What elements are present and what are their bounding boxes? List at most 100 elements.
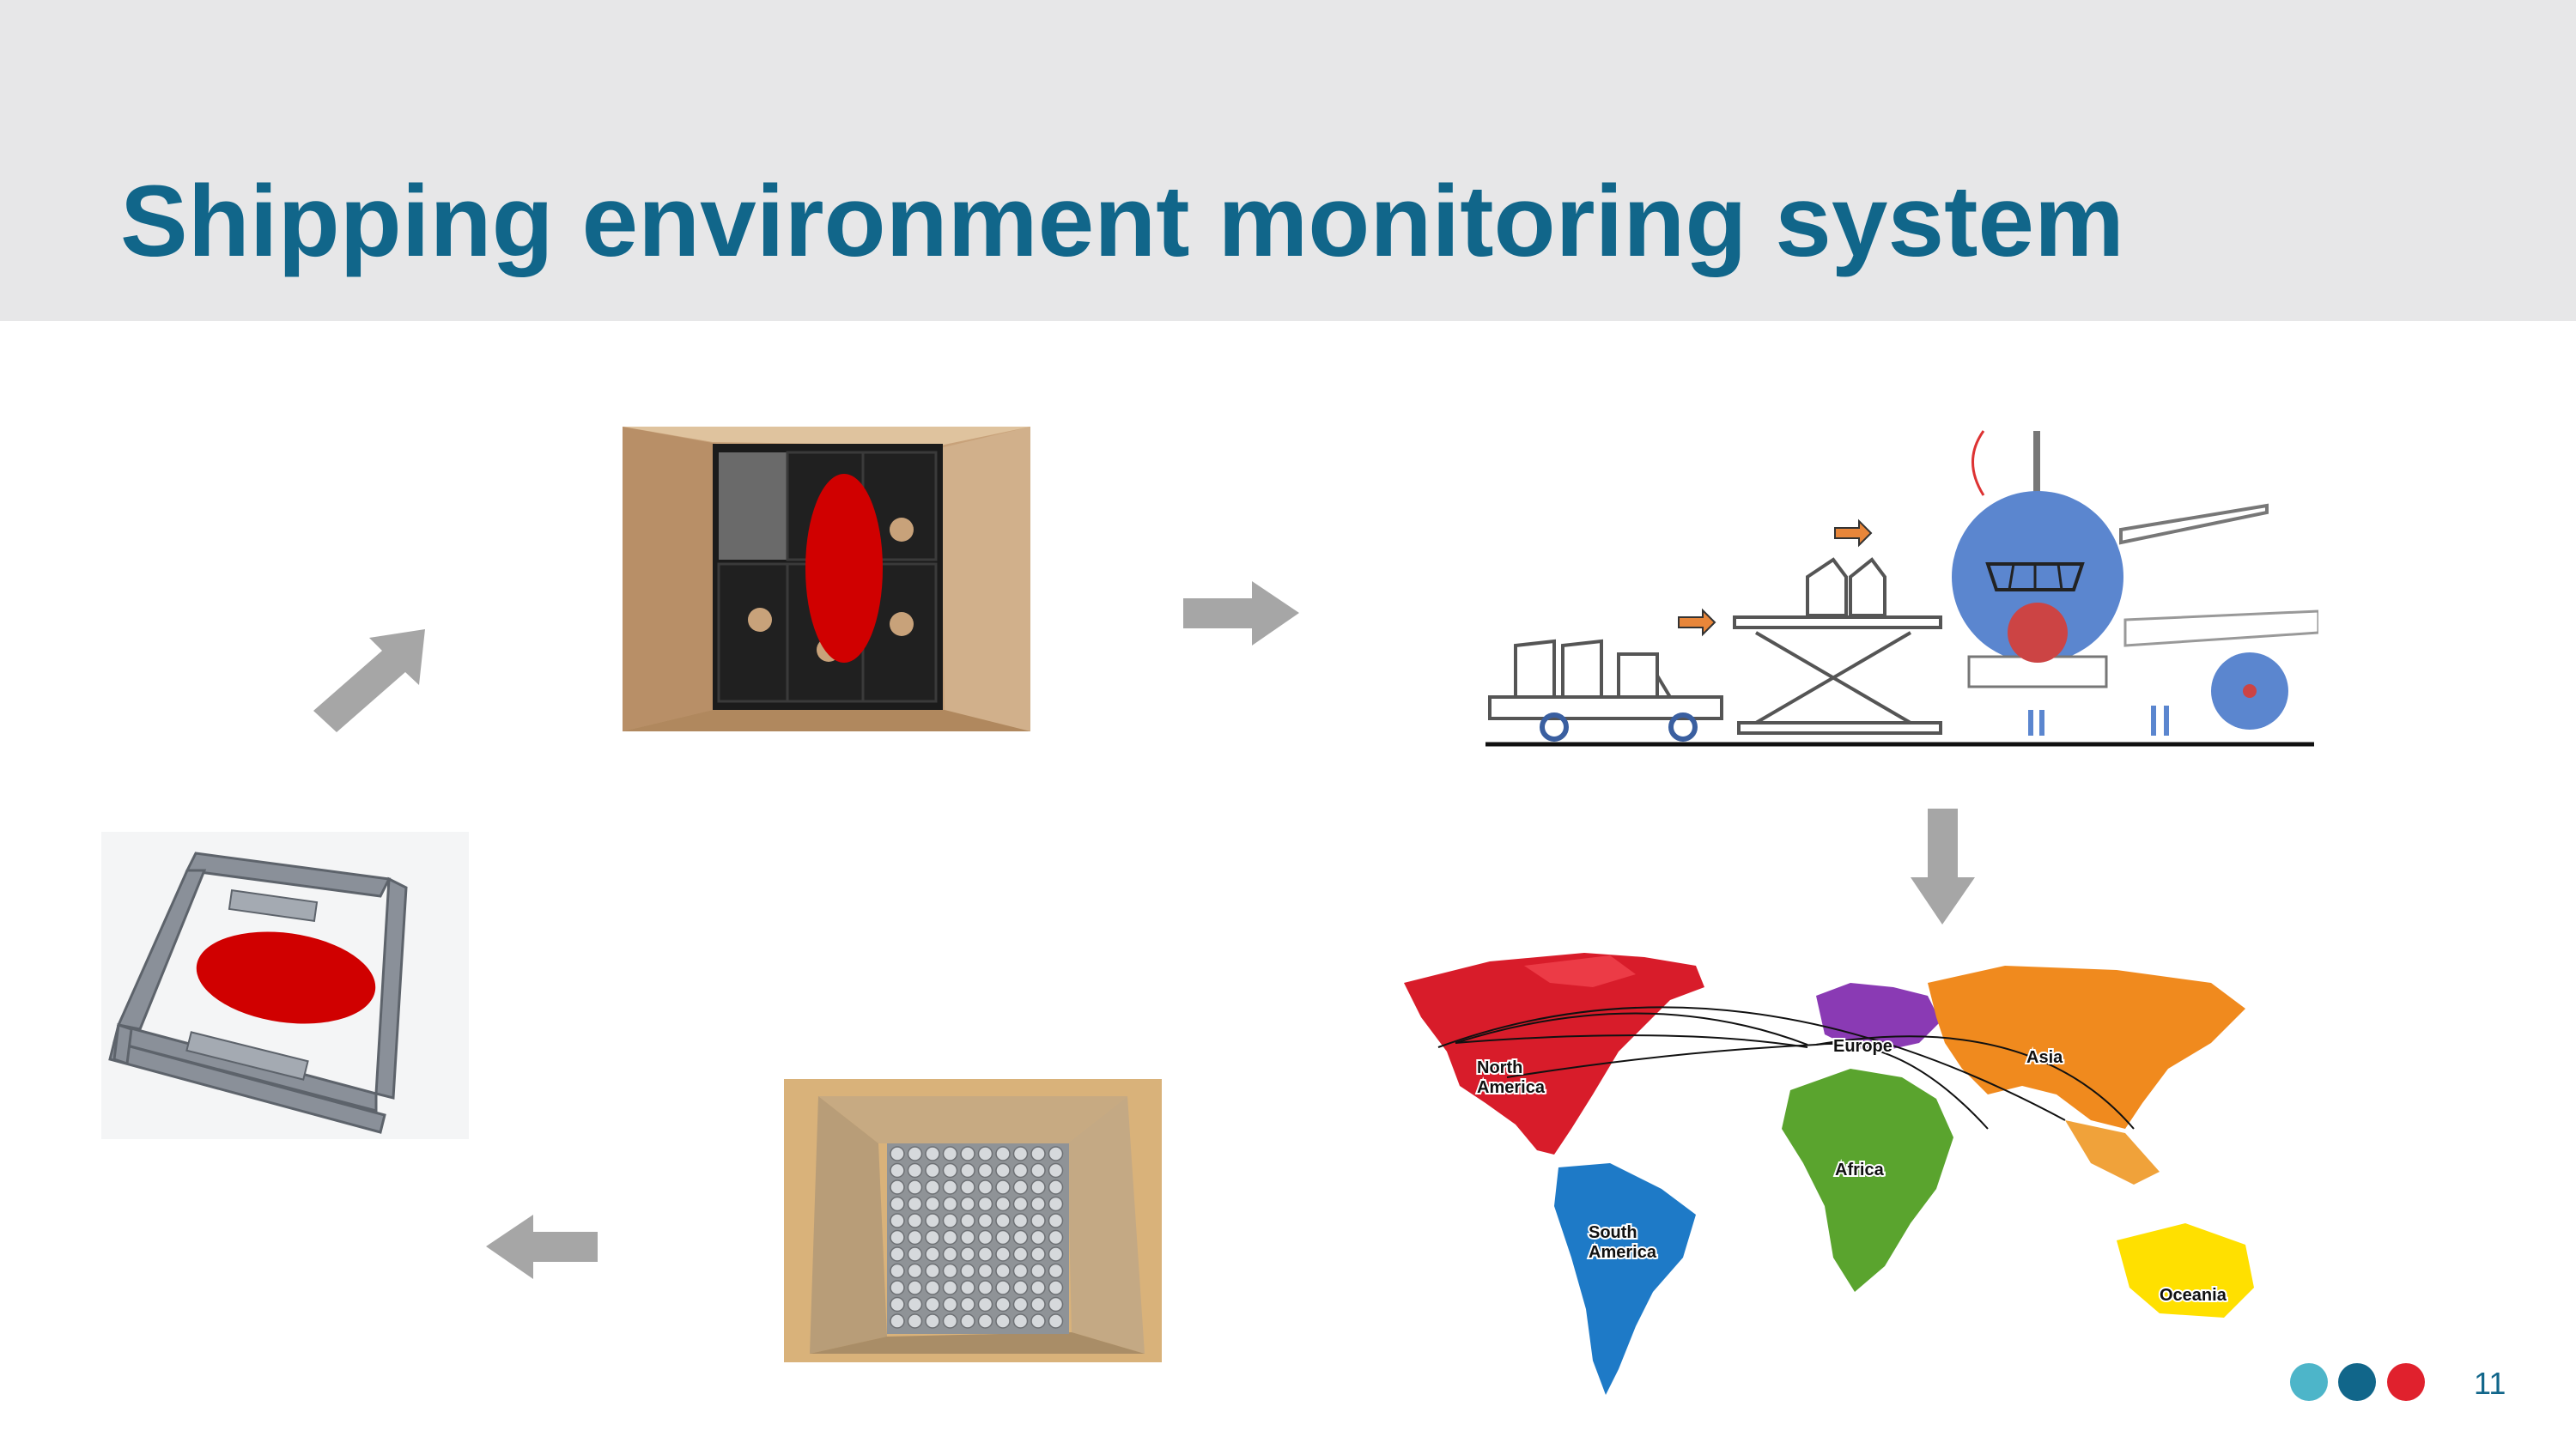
vial-cap bbox=[942, 1313, 958, 1329]
arrow-right bbox=[1183, 581, 1299, 646]
vial-cap bbox=[890, 1280, 905, 1295]
vial-cap bbox=[960, 1229, 975, 1246]
vial-cap bbox=[1012, 1162, 1029, 1179]
vial-cap bbox=[1030, 1213, 1046, 1228]
vial-cap bbox=[995, 1296, 1011, 1313]
vial-cap bbox=[890, 1296, 905, 1313]
vial-cap bbox=[1030, 1179, 1046, 1195]
vial-cap bbox=[995, 1146, 1011, 1161]
vial-cap bbox=[907, 1313, 923, 1329]
vial-cap bbox=[907, 1179, 923, 1195]
vial-cap bbox=[1048, 1162, 1064, 1179]
map-label-asia: Asia bbox=[2026, 1048, 2063, 1067]
vial-cap bbox=[1012, 1179, 1029, 1195]
europe-shape bbox=[1816, 983, 1941, 1052]
vial-cap bbox=[977, 1246, 993, 1262]
vial-cap bbox=[942, 1280, 958, 1295]
vial-cap bbox=[995, 1179, 1011, 1195]
vial-cap bbox=[890, 1213, 905, 1228]
vial-cap bbox=[907, 1280, 923, 1295]
vial-cap bbox=[977, 1162, 993, 1179]
test-fixture-render bbox=[101, 832, 469, 1139]
vial-cap bbox=[942, 1146, 958, 1161]
vial-cap bbox=[907, 1296, 923, 1313]
vial-cap bbox=[995, 1246, 1011, 1262]
vial-cap bbox=[1048, 1196, 1064, 1212]
vial-cap bbox=[925, 1263, 940, 1279]
vial-cap bbox=[907, 1196, 923, 1212]
vial-cap bbox=[960, 1146, 975, 1161]
vial-cap bbox=[960, 1313, 975, 1329]
vial-cap bbox=[960, 1280, 975, 1295]
north-america-shape bbox=[1404, 953, 1704, 1155]
vial-cap bbox=[942, 1179, 958, 1195]
map-label-north-america-1: North bbox=[1477, 1058, 1522, 1077]
vial-cap bbox=[1012, 1246, 1029, 1262]
vial-cap bbox=[960, 1296, 975, 1313]
vial-cap bbox=[890, 1229, 905, 1246]
aircraft-loading-diagram bbox=[1481, 427, 2318, 757]
vial-cap bbox=[942, 1213, 958, 1228]
slide-title: Shipping environment monitoring system bbox=[120, 165, 2124, 278]
map-label-africa: Africa bbox=[1835, 1161, 1885, 1179]
title-bar bbox=[0, 0, 2576, 321]
vial-cap bbox=[960, 1162, 975, 1179]
vial-cap bbox=[1012, 1263, 1029, 1279]
vial-cap bbox=[977, 1229, 993, 1246]
vial-cap bbox=[907, 1263, 923, 1279]
map-label-south-america-1: South bbox=[1589, 1223, 1637, 1242]
vial-cap bbox=[960, 1263, 975, 1279]
vial-cap bbox=[977, 1280, 993, 1295]
vial-cap bbox=[942, 1162, 958, 1179]
vial-cap bbox=[1048, 1229, 1064, 1246]
vial-cap bbox=[960, 1213, 975, 1228]
vial-cap bbox=[890, 1313, 905, 1329]
vial-cap bbox=[1030, 1296, 1046, 1313]
vial-cap bbox=[890, 1162, 905, 1179]
vial-cap bbox=[925, 1162, 940, 1179]
vial-cap bbox=[890, 1263, 905, 1279]
vial-cap bbox=[1048, 1146, 1064, 1161]
vial-cap bbox=[1048, 1313, 1064, 1329]
vial-cap bbox=[995, 1313, 1011, 1329]
vial-cap bbox=[890, 1179, 905, 1195]
vial-cap bbox=[1048, 1263, 1064, 1279]
vial-cap bbox=[1012, 1196, 1029, 1212]
vial-cap bbox=[942, 1246, 958, 1262]
decorative-dot-teal bbox=[2290, 1363, 2328, 1401]
oceania-shape bbox=[2117, 1223, 2254, 1318]
vials-box-photo bbox=[784, 1079, 1162, 1362]
vial-cap bbox=[907, 1246, 923, 1262]
vial-cap bbox=[1030, 1313, 1046, 1329]
vial-cap bbox=[1030, 1146, 1046, 1161]
vial-cap bbox=[942, 1263, 958, 1279]
vial-cap bbox=[960, 1196, 975, 1212]
vial-cap bbox=[942, 1296, 958, 1313]
vial-cap bbox=[1012, 1213, 1029, 1228]
vial-cap bbox=[995, 1280, 1011, 1295]
decorative-dot-red bbox=[2387, 1363, 2425, 1401]
vial-cap bbox=[925, 1179, 940, 1195]
vial-cap bbox=[1012, 1280, 1029, 1295]
map-label-north-america-2: America bbox=[1477, 1078, 1546, 1097]
vial-cap bbox=[907, 1162, 923, 1179]
vial-cap bbox=[1048, 1179, 1064, 1195]
vial-cap bbox=[995, 1263, 1011, 1279]
vial-cap bbox=[890, 1146, 905, 1161]
vial-cap bbox=[977, 1196, 993, 1212]
vial-cap bbox=[1048, 1280, 1064, 1295]
vial-cap bbox=[925, 1196, 940, 1212]
open-box-photo bbox=[623, 427, 1030, 731]
vial-cap bbox=[960, 1179, 975, 1195]
vial-cap bbox=[1030, 1229, 1046, 1246]
map-label-south-america-2: America bbox=[1589, 1243, 1657, 1262]
vial-cap bbox=[1012, 1229, 1029, 1246]
vial-cap bbox=[995, 1229, 1011, 1246]
vial-cap bbox=[1030, 1263, 1046, 1279]
vial-cap bbox=[995, 1213, 1011, 1228]
decorative-dot-blue bbox=[2338, 1363, 2376, 1401]
africa-shape bbox=[1782, 1069, 1953, 1292]
page-number: 11 bbox=[2474, 1366, 2506, 1401]
vial-cap bbox=[925, 1296, 940, 1313]
vial-cap bbox=[977, 1146, 993, 1161]
